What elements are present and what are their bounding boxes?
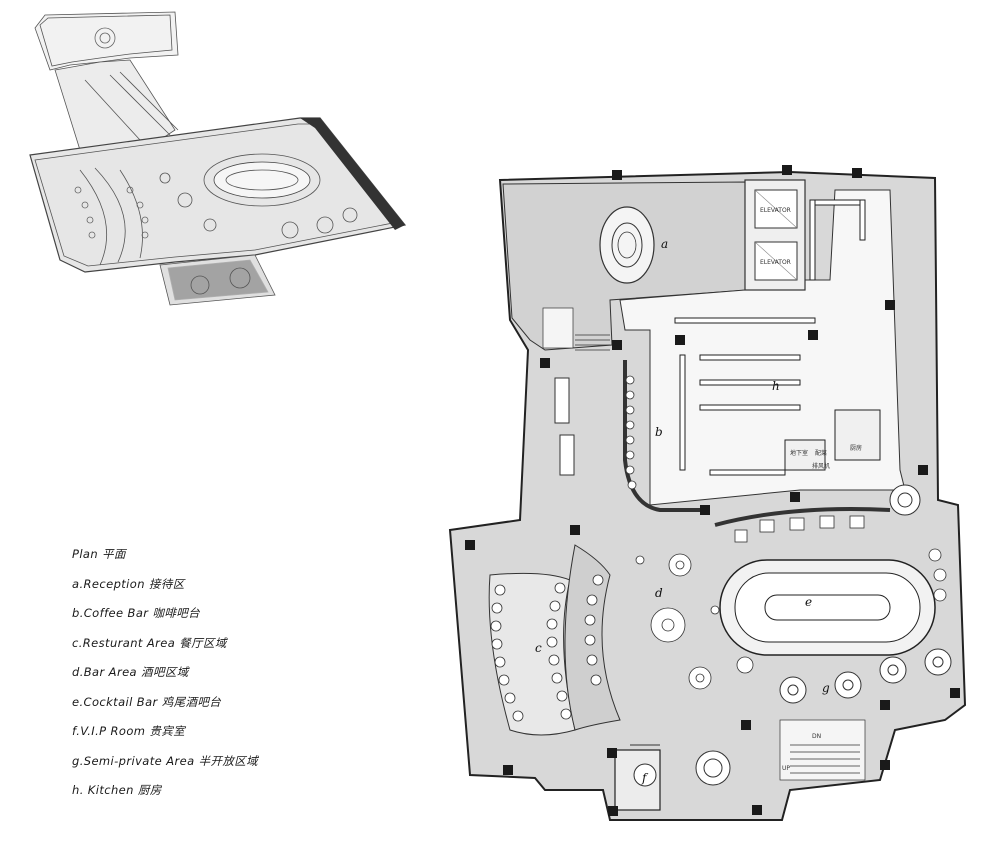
coffee-bar-counter: [623, 360, 700, 512]
zone-label-c: c: [535, 641, 542, 655]
legend-item-kitchen: h. Kitchen 厨房: [72, 783, 162, 797]
legend: Plan 平面 a.Reception 接待区 b.Coffee Bar 咖啡吧…: [72, 547, 332, 813]
zone-label-a: a: [661, 237, 668, 251]
legend-item-bar-area: d.Bar Area 酒吧区域: [72, 665, 189, 679]
room-label-2: 配菜: [815, 449, 827, 457]
zone-label-f: f: [641, 771, 649, 785]
stair-up-label: UP: [782, 765, 790, 772]
kitchen-cn-label: 厨房: [850, 444, 862, 452]
structural-columns: [465, 165, 960, 816]
vip-room: [614, 744, 731, 811]
elevator-2-label: ELEVATOR: [760, 259, 791, 266]
zone-label-e: e: [805, 595, 812, 609]
restaurant-chairs: [490, 574, 604, 722]
legend-item-restaurant: c.Resturant Area 餐厅区域: [72, 635, 227, 650]
zone-label-b: b: [655, 425, 663, 439]
legend-item-reception: a.Reception 接待区: [72, 576, 185, 591]
legend-item-cocktail-bar: e.Cocktail Bar 鸡尾酒吧台: [72, 694, 222, 709]
zone-label-d: d: [655, 586, 663, 600]
kitchen-fixtures: [674, 199, 881, 476]
zone-label-h: h: [772, 379, 780, 393]
elevator-1-label: ELEVATOR: [760, 207, 791, 214]
stair-lower: [779, 719, 866, 781]
legend-title: Plan 平面: [72, 547, 126, 561]
cocktail-bar-top-counter: [714, 507, 891, 527]
coffee-bar-stools: [625, 375, 637, 490]
room-label-3: 排风机: [812, 462, 830, 470]
corridor-benches: [554, 377, 575, 476]
cocktail-bar-stools: [734, 515, 947, 602]
semi-private-booths: [779, 484, 952, 704]
reception-oval: [599, 206, 655, 284]
bar-area-tables: [635, 553, 754, 690]
room-label-1: 地下室: [790, 449, 808, 457]
legend-item-coffee-bar: b.Coffee Bar 咖啡吧台: [72, 606, 201, 620]
legend-item-vip-room: f.V.I.P Room 贵宾室: [72, 724, 186, 738]
stair-dn-label: DN: [812, 733, 821, 740]
stair-upper: [542, 307, 610, 351]
cocktail-bar: [719, 559, 936, 656]
zone-label-g: g: [822, 681, 830, 695]
zone-labels: a b c d e f g h: [535, 237, 830, 785]
axonometric-view: [29, 11, 407, 306]
legend-item-semi-private: g.Semi-private Area 半开放区域: [72, 753, 259, 768]
floor-plan: ELEVATOR ELEVATOR 地下室 配菜 排风机 厨房: [448, 165, 967, 821]
